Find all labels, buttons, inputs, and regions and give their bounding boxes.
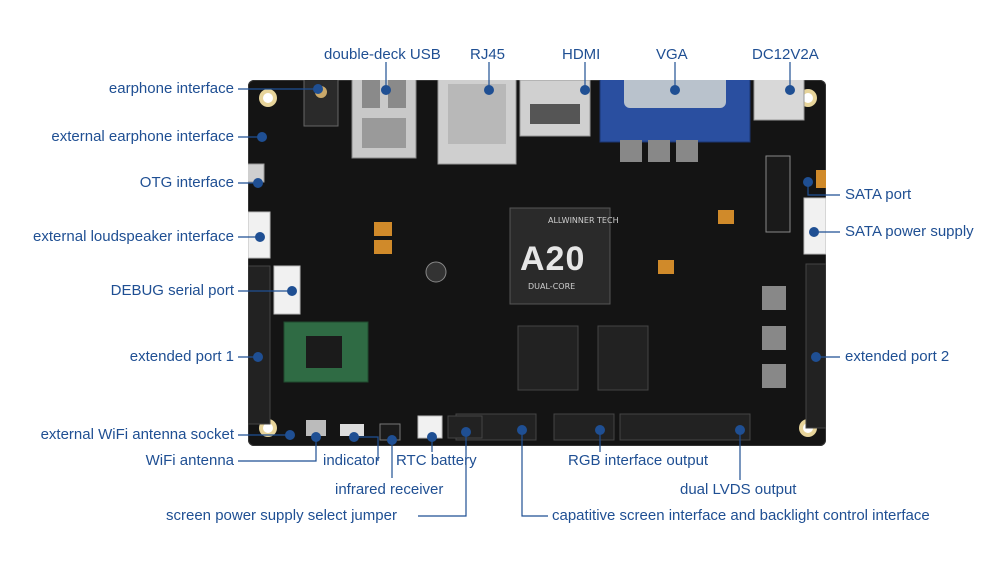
ext-port1-header [247,265,271,425]
earphone-jack [303,73,339,127]
chip-model: A20 [520,240,586,278]
chip-brand: ALLWINNER TECH [548,216,619,225]
label-dc12v2a: DC12V2A [752,46,819,63]
jumper-header [447,415,483,439]
dc-jack [753,73,805,121]
label-infrared-receiver: infrared receiver [335,481,444,498]
sata-power-connector [803,197,827,255]
label-external-wifi-antenna-socket: external WiFi antenna socket [40,426,234,443]
ram-chip-2 [597,325,649,391]
label-external-earphone-interface: external earphone interface [51,128,234,145]
a20-chip [509,207,611,305]
label-rgb-interface-output: RGB interface output [568,452,709,469]
label-extended-port-2: extended port 2 [845,348,950,365]
debug-connector [273,265,301,315]
label-double-deck-usb: double-deck USB [324,46,441,63]
ext-port2-header [805,263,827,429]
label-screen-power-supply-select-jumper: screen power supply select jumper [166,507,397,524]
label-external-loudspeaker-interface: external loudspeaker interface [33,228,234,245]
label-earphone-interface: earphone interface [108,80,234,97]
rgb-header [553,413,615,441]
wifi-antenna-socket [306,420,326,436]
label-rtc-battery: RTC battery [396,452,477,469]
otg-connector [241,163,265,183]
label-sata-port: SATA port [845,186,912,203]
indicator-led [340,424,364,436]
rtc-battery-connector [417,415,443,439]
sata-connector [765,155,791,233]
label-indicator: indicator [323,452,380,469]
board-components [241,61,828,441]
label-otg-interface: OTG interface [139,174,234,191]
chip-subtitle: DUAL-CORE [528,282,576,291]
lvds-header [619,413,751,441]
label-extended-port-1: extended port 1 [129,348,234,365]
ir-receiver [379,423,401,441]
label-debug-serial-port: DEBUG serial port [110,282,234,299]
label-wifi-antenna: WiFi antenna [145,452,234,469]
label-capacitive-screen-interface: capatitive screen interface and backligh… [552,507,930,524]
speaker-connector [247,211,271,259]
ram-chip-1 [517,325,579,391]
development-board: A20 ALLWINNER TECH DUAL-CORE [241,61,828,446]
label-dual-lvds-output: dual LVDS output [680,481,797,498]
label-hdmi: HDMI [562,46,601,63]
label-sata-power-supply: SATA power supply [845,223,974,240]
label-vga: VGA [656,46,688,63]
label-rj45: RJ45 [470,46,506,63]
